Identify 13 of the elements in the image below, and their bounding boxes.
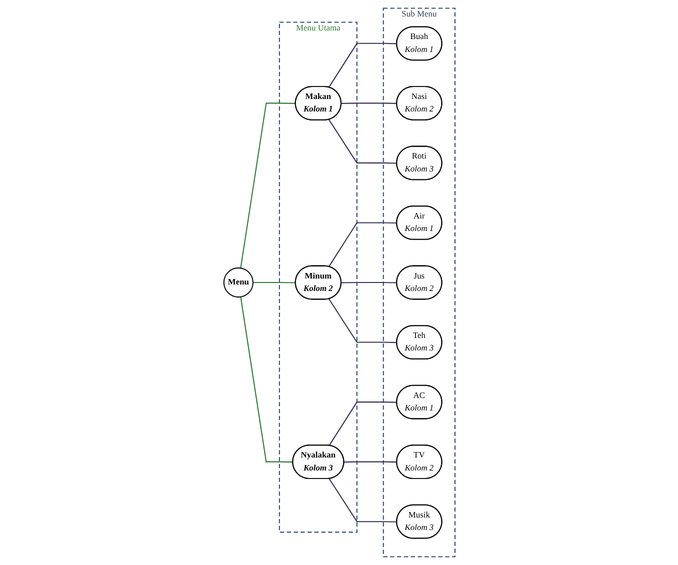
connector	[328, 298, 396, 344]
node-circle: Menu	[222, 267, 254, 298]
connector	[240, 102, 296, 268]
connector	[328, 42, 396, 88]
connector	[340, 282, 396, 284]
connector	[252, 282, 296, 284]
connector	[340, 102, 396, 104]
connector	[328, 119, 396, 164]
connector	[240, 296, 292, 463]
connector	[328, 478, 396, 522]
connector	[344, 461, 396, 463]
connector	[328, 402, 396, 446]
connector	[328, 222, 396, 267]
